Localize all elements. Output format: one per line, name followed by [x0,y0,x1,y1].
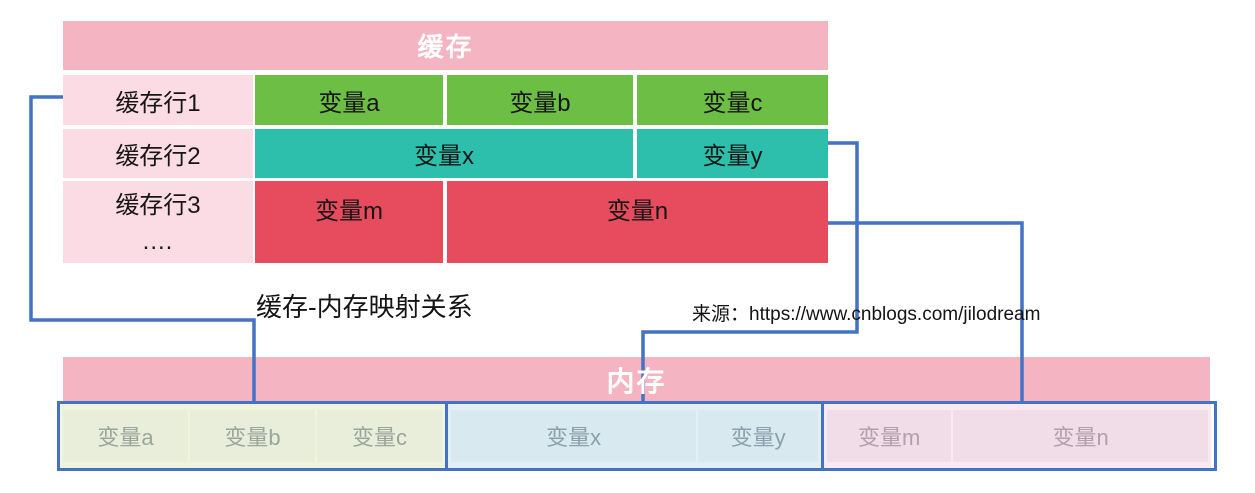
cache-cell-var-c: 变量c [637,75,828,125]
memory-region-cache-line-1: 变量a 变量b 变量c [60,404,445,468]
memory-cell-var-m: 变量m [827,410,952,462]
memory-region-cache-line-3: 变量m 变量n [824,404,1211,468]
cache-cell-var-y: 变量y [637,129,828,178]
memory-cell-var-b: 变量b [190,410,315,462]
memory-cell-var-n: 变量n [953,410,1208,462]
memory-bar-title: 内存 [606,366,667,397]
memory-cell-var-x: 变量x [451,410,697,462]
memory-cell-var-y: 变量y [698,410,818,462]
cache-line-3-label: 缓存行3 .... [63,181,253,263]
cache-cell-var-b: 变量b [447,75,633,125]
memory-bar: 内存 [63,357,1210,403]
cache-line-3-label-text: 缓存行3 [115,192,201,219]
diagram-caption: 缓存-内存映射关系 [256,292,473,322]
cache-table: 缓存 缓存行1 变量a 变量b 变量c 缓存行2 变量x 变量y 缓存行3 ..… [63,21,828,263]
cache-table-title: 缓存 [63,21,828,70]
memory-region-cache-line-2: 变量x 变量y [445,404,824,468]
cache-cell-var-a: 变量a [255,75,443,125]
memory-cell-var-c: 变量c [317,410,442,462]
cache-cell-var-m: 变量m [255,181,443,263]
cache-line-ellipsis: .... [142,228,174,255]
cache-cell-var-n: 变量n [447,181,828,263]
cache-cell-var-x: 变量x [255,129,633,178]
memory-cell-var-a: 变量a [63,410,188,462]
cache-line-2-label: 缓存行2 [63,129,253,178]
cache-line-1-label: 缓存行1 [63,75,253,125]
source-attribution: 来源：https://www.cnblogs.com/jilodream [692,304,1041,325]
memory-row: 变量a 变量b 变量c 变量x 变量y 变量m 变量n [57,401,1217,471]
